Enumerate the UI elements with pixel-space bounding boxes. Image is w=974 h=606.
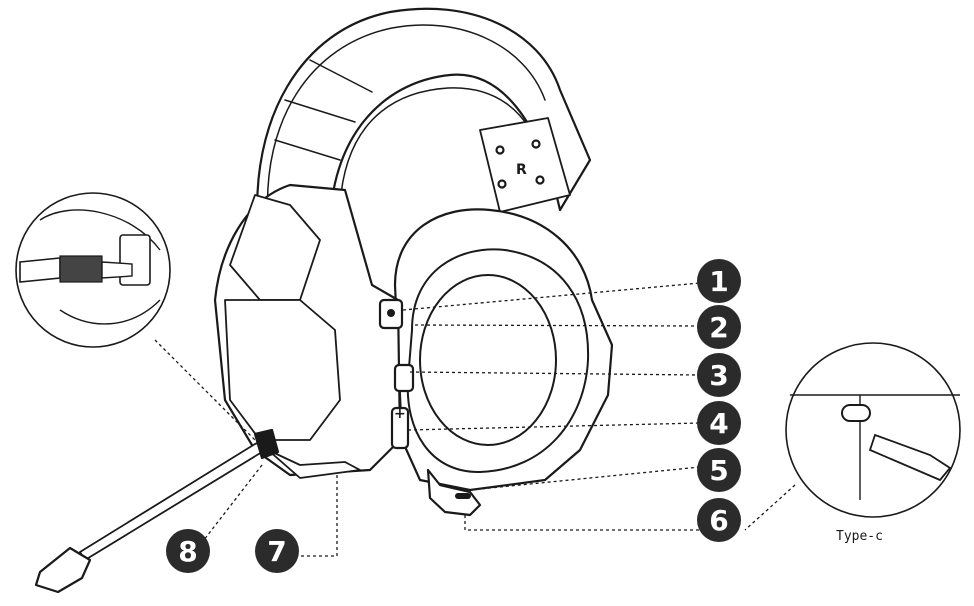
callout-2-label: 2 xyxy=(709,311,728,344)
callout-8: 8 xyxy=(166,529,210,573)
leader-lines xyxy=(154,282,796,557)
callout-6-label: 6 xyxy=(709,504,728,537)
callout-7-label: 7 xyxy=(267,535,286,568)
headband xyxy=(256,7,592,232)
callout-4-label: 4 xyxy=(709,407,728,440)
callout-5-label: 5 xyxy=(709,454,728,487)
callout-4: 4 xyxy=(697,401,741,445)
callout-7: 7 xyxy=(255,529,299,573)
inset-jack xyxy=(15,192,171,348)
callout-3: 3 xyxy=(697,353,741,397)
inset-usb-c xyxy=(785,342,961,518)
callout-6: 6 xyxy=(697,498,741,542)
side-label-r: R xyxy=(516,162,527,178)
type-c-caption: Type-c xyxy=(836,529,883,544)
callout-5: 5 xyxy=(697,448,741,492)
mic-head xyxy=(34,546,92,594)
svg-text:+: + xyxy=(394,406,406,422)
callout-1: 1 xyxy=(697,259,741,303)
callout-8-label: 8 xyxy=(178,535,197,568)
callout-1-label: 1 xyxy=(709,265,728,298)
callout-2: 2 xyxy=(697,305,741,349)
callout-3-label: 3 xyxy=(709,359,728,392)
